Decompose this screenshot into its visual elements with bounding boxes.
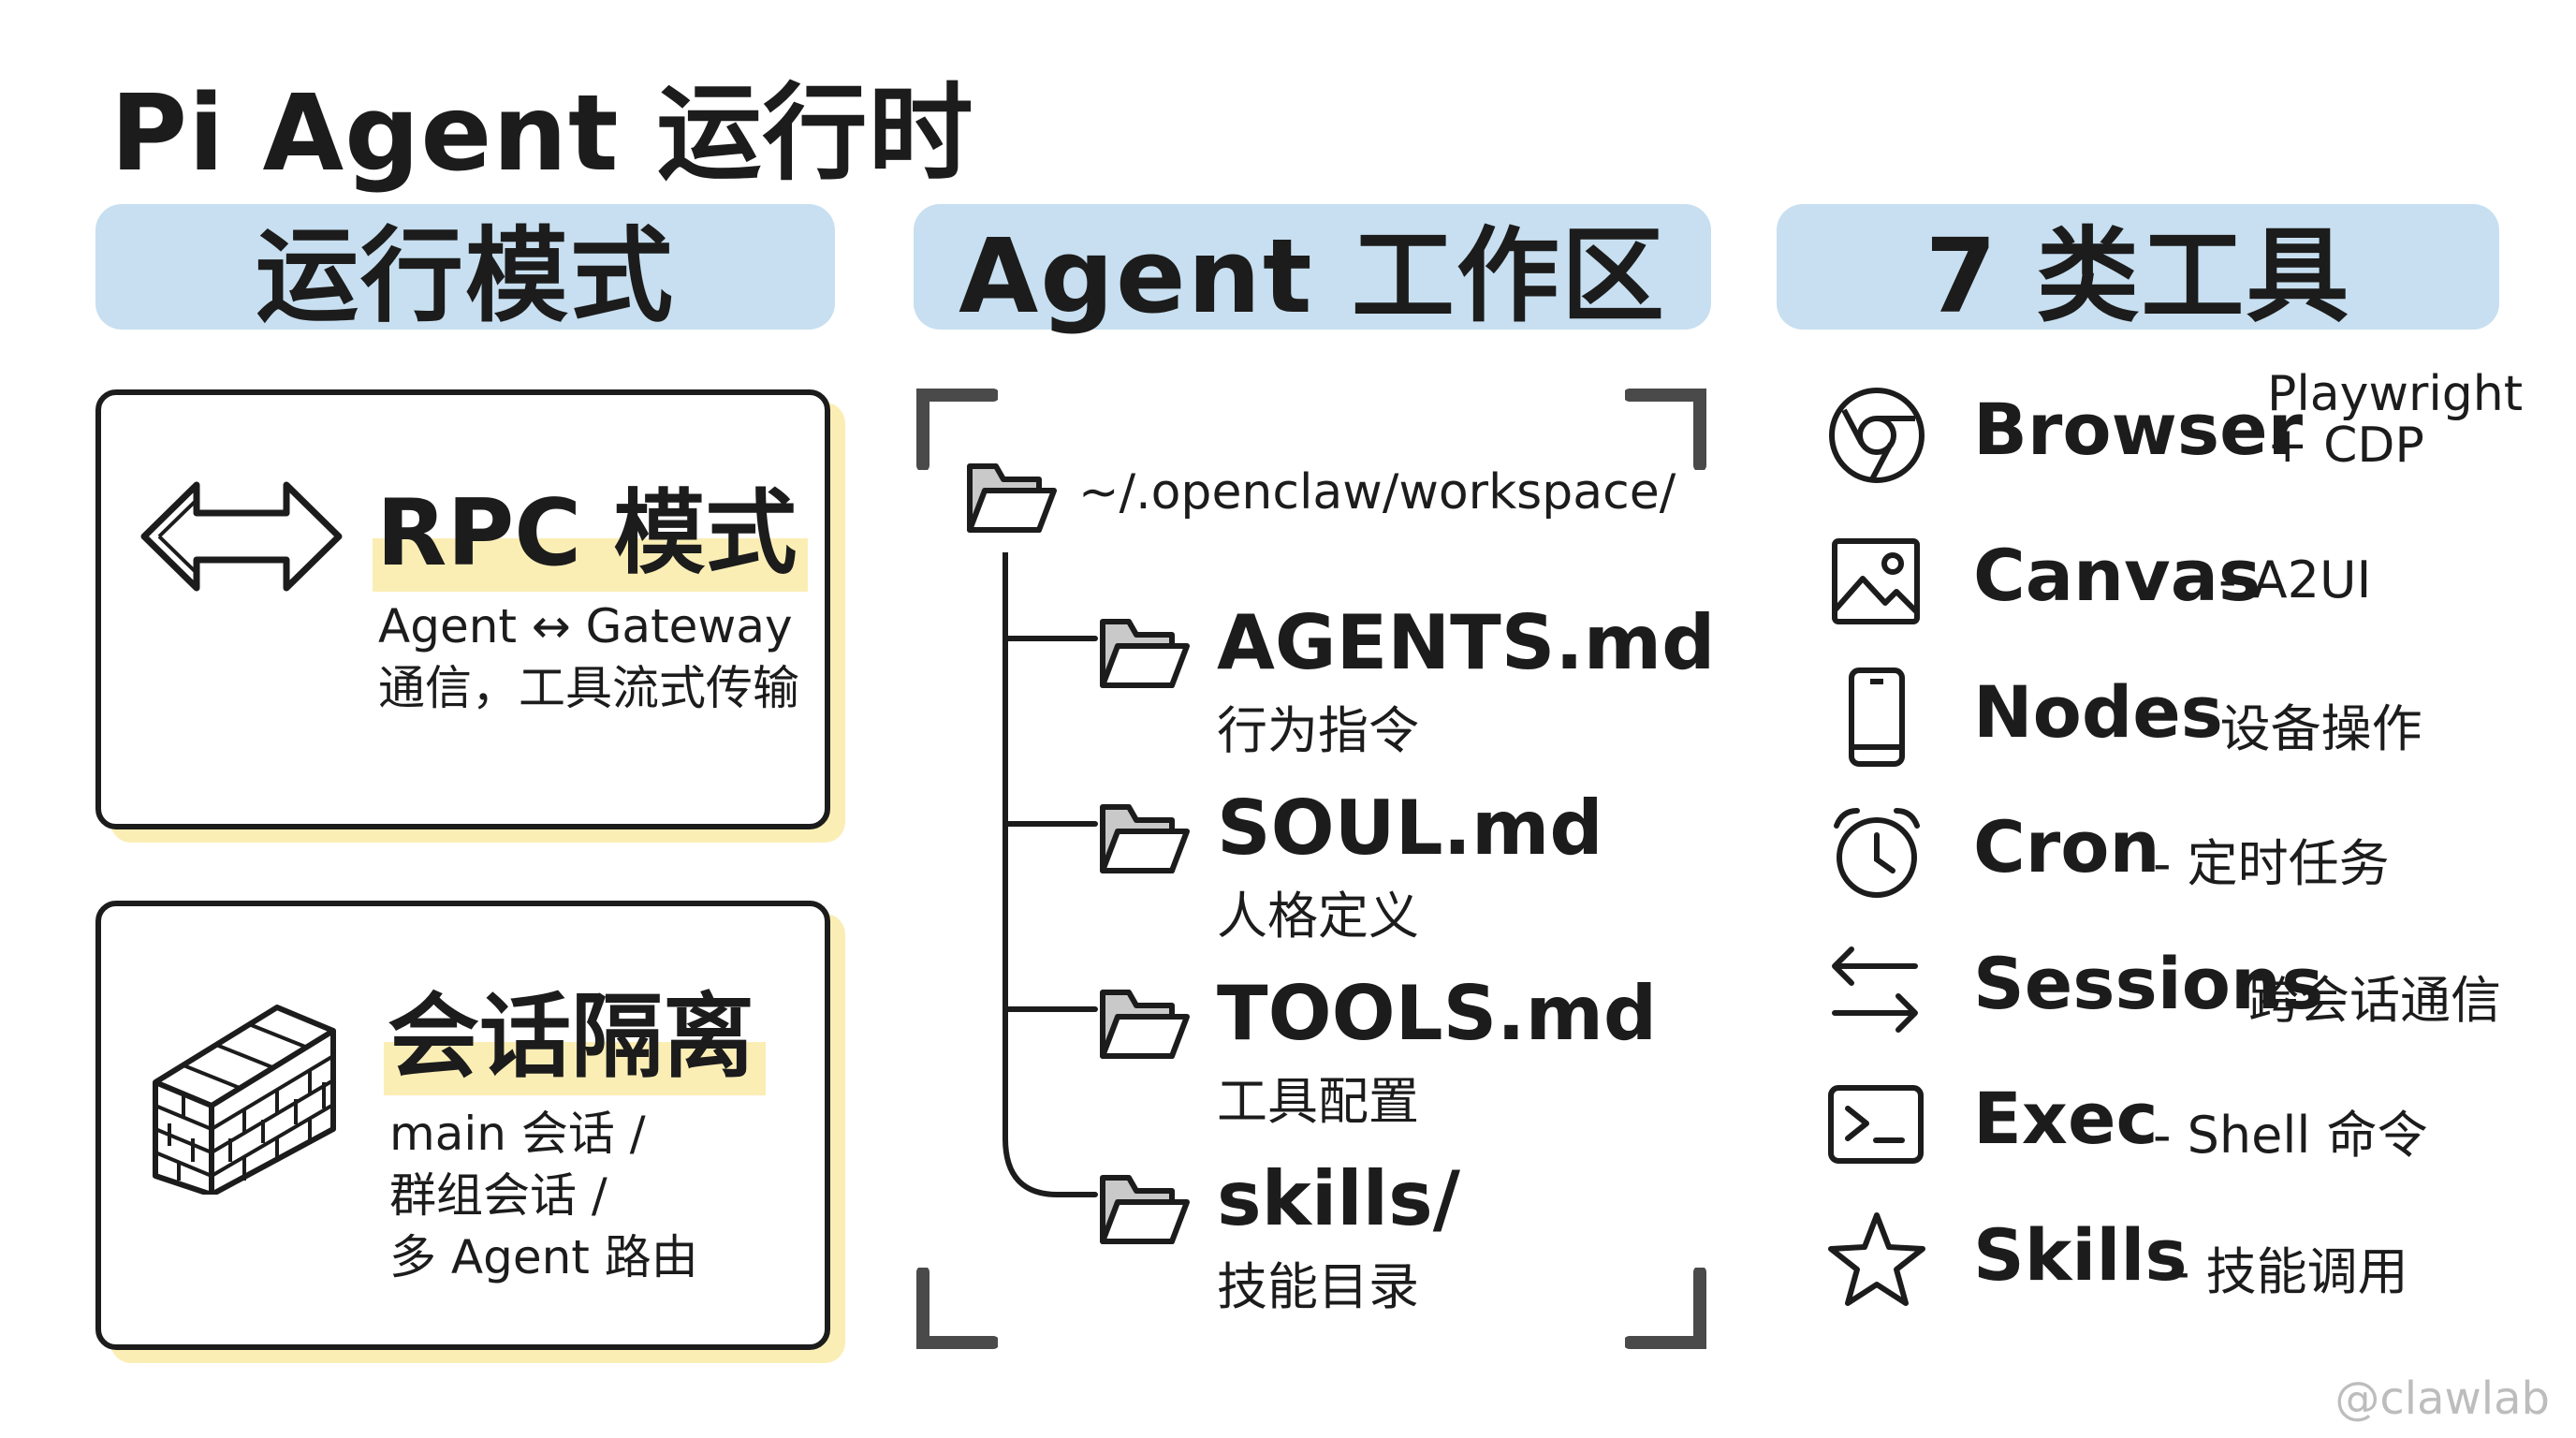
tree-connector-lines — [1003, 552, 1098, 1197]
file-name: SOUL.md — [1217, 785, 1603, 872]
folder-icon — [1100, 804, 1190, 873]
bracket-bottom-right — [1625, 1268, 1706, 1349]
bracket-top-left — [916, 389, 998, 470]
brick-wall-icon — [153, 1005, 336, 1195]
tool-exec: Exec - Shell 命令 — [1825, 1067, 2555, 1170]
tools-header: 7 类工具 — [1777, 204, 2499, 336]
file-name: TOOLS.md — [1217, 970, 1658, 1057]
session-isolation-desc: main 会话 / 群组会话 / 多 Agent 路由 — [389, 1103, 698, 1288]
tool-desc: 跨会话通信 — [2248, 971, 2501, 1030]
workspace-header: Agent 工作区 — [914, 204, 1711, 336]
terminal-icon — [1828, 1085, 1924, 1164]
folder-icon — [1100, 619, 1190, 688]
file-desc: 工具配置 — [1217, 1072, 1419, 1131]
tool-name: Cron — [1973, 805, 2160, 888]
rpc-desc-line2: 通信，工具流式传输 — [378, 661, 799, 715]
rpc-desc-line1: Agent ↔ Gateway — [378, 599, 793, 653]
workspace-root-path: ~/.openclaw/workspace/ — [1078, 464, 1676, 521]
bracket-top-right — [1625, 389, 1706, 470]
tool-desc: - 技能调用 — [2172, 1242, 2408, 1301]
tool-name: Browser — [1973, 388, 2304, 471]
tool-name: Nodes — [1973, 670, 2224, 754]
alarm-clock-icon — [1834, 808, 1920, 898]
tool-desc-line2: + CDP — [2267, 417, 2424, 474]
folder-icon — [1100, 1175, 1190, 1244]
tool-sessions: Sessions 跨会话通信 — [1825, 932, 2555, 1035]
tool-name: Sessions — [1973, 942, 2324, 1025]
tool-name: Skills — [1973, 1213, 2188, 1297]
tool-desc: - Shell 命令 — [2153, 1106, 2428, 1165]
chrome-icon — [1829, 388, 1925, 483]
watermark: @clawlab — [2334, 1372, 2550, 1425]
rpc-mode-title: RPC 模式 — [373, 459, 809, 592]
root-folder-icon — [967, 463, 1057, 533]
file-name: AGENTS.md — [1217, 599, 1716, 686]
session-desc-line2: 群组会话 / — [389, 1168, 607, 1223]
session-desc-line1: main 会话 / — [389, 1107, 646, 1161]
session-isolation-title: 会话隔离 — [384, 962, 767, 1095]
file-desc: 人格定义 — [1217, 887, 1419, 946]
double-arrow-icon — [140, 481, 343, 592]
tool-desc: Playwright + CDP — [2267, 369, 2523, 471]
rpc-mode-desc: Agent ↔ Gateway 通信，工具流式传输 — [378, 595, 799, 719]
tool-name: Exec — [1973, 1077, 2159, 1160]
page-title: Pi Agent 运行时 — [110, 73, 974, 195]
tool-desc: - 设备操作 — [2186, 699, 2422, 758]
tool-skills: Skills - 技能调用 — [1825, 1204, 2555, 1307]
session-desc-line3: 多 Agent 路由 — [389, 1230, 698, 1284]
file-desc: 技能目录 — [1217, 1257, 1419, 1316]
tool-canvas: Canvas - A2UI — [1825, 524, 2555, 627]
tool-desc-line1: Playwright — [2267, 366, 2524, 422]
star-icon — [1828, 1212, 1925, 1306]
file-name: skills/ — [1217, 1155, 1460, 1242]
image-icon — [1832, 538, 1920, 624]
folder-icon — [1100, 990, 1190, 1059]
bracket-bottom-left — [916, 1268, 998, 1349]
tool-desc: - A2UI — [2218, 550, 2372, 609]
tool-browser: Browser Playwright + CDP — [1825, 369, 2555, 483]
rpc-mode-card: RPC 模式 Agent ↔ Gateway 通信，工具流式传输 — [95, 389, 830, 829]
session-isolation-card: 会话隔离 main 会话 / 群组会话 / 多 Agent 路由 — [95, 901, 830, 1350]
tool-desc: - 定时任务 — [2153, 834, 2390, 893]
phone-icon — [1849, 668, 1905, 767]
runtime-header: 运行模式 — [95, 204, 835, 336]
tool-name: Canvas — [1973, 534, 2261, 617]
tool-nodes: Nodes - 设备操作 — [1825, 661, 2555, 767]
tool-cron: Cron - 定时任务 — [1825, 796, 2555, 899]
file-desc: 行为指令 — [1217, 701, 1419, 760]
swap-arrows-icon — [1832, 946, 1918, 1033]
